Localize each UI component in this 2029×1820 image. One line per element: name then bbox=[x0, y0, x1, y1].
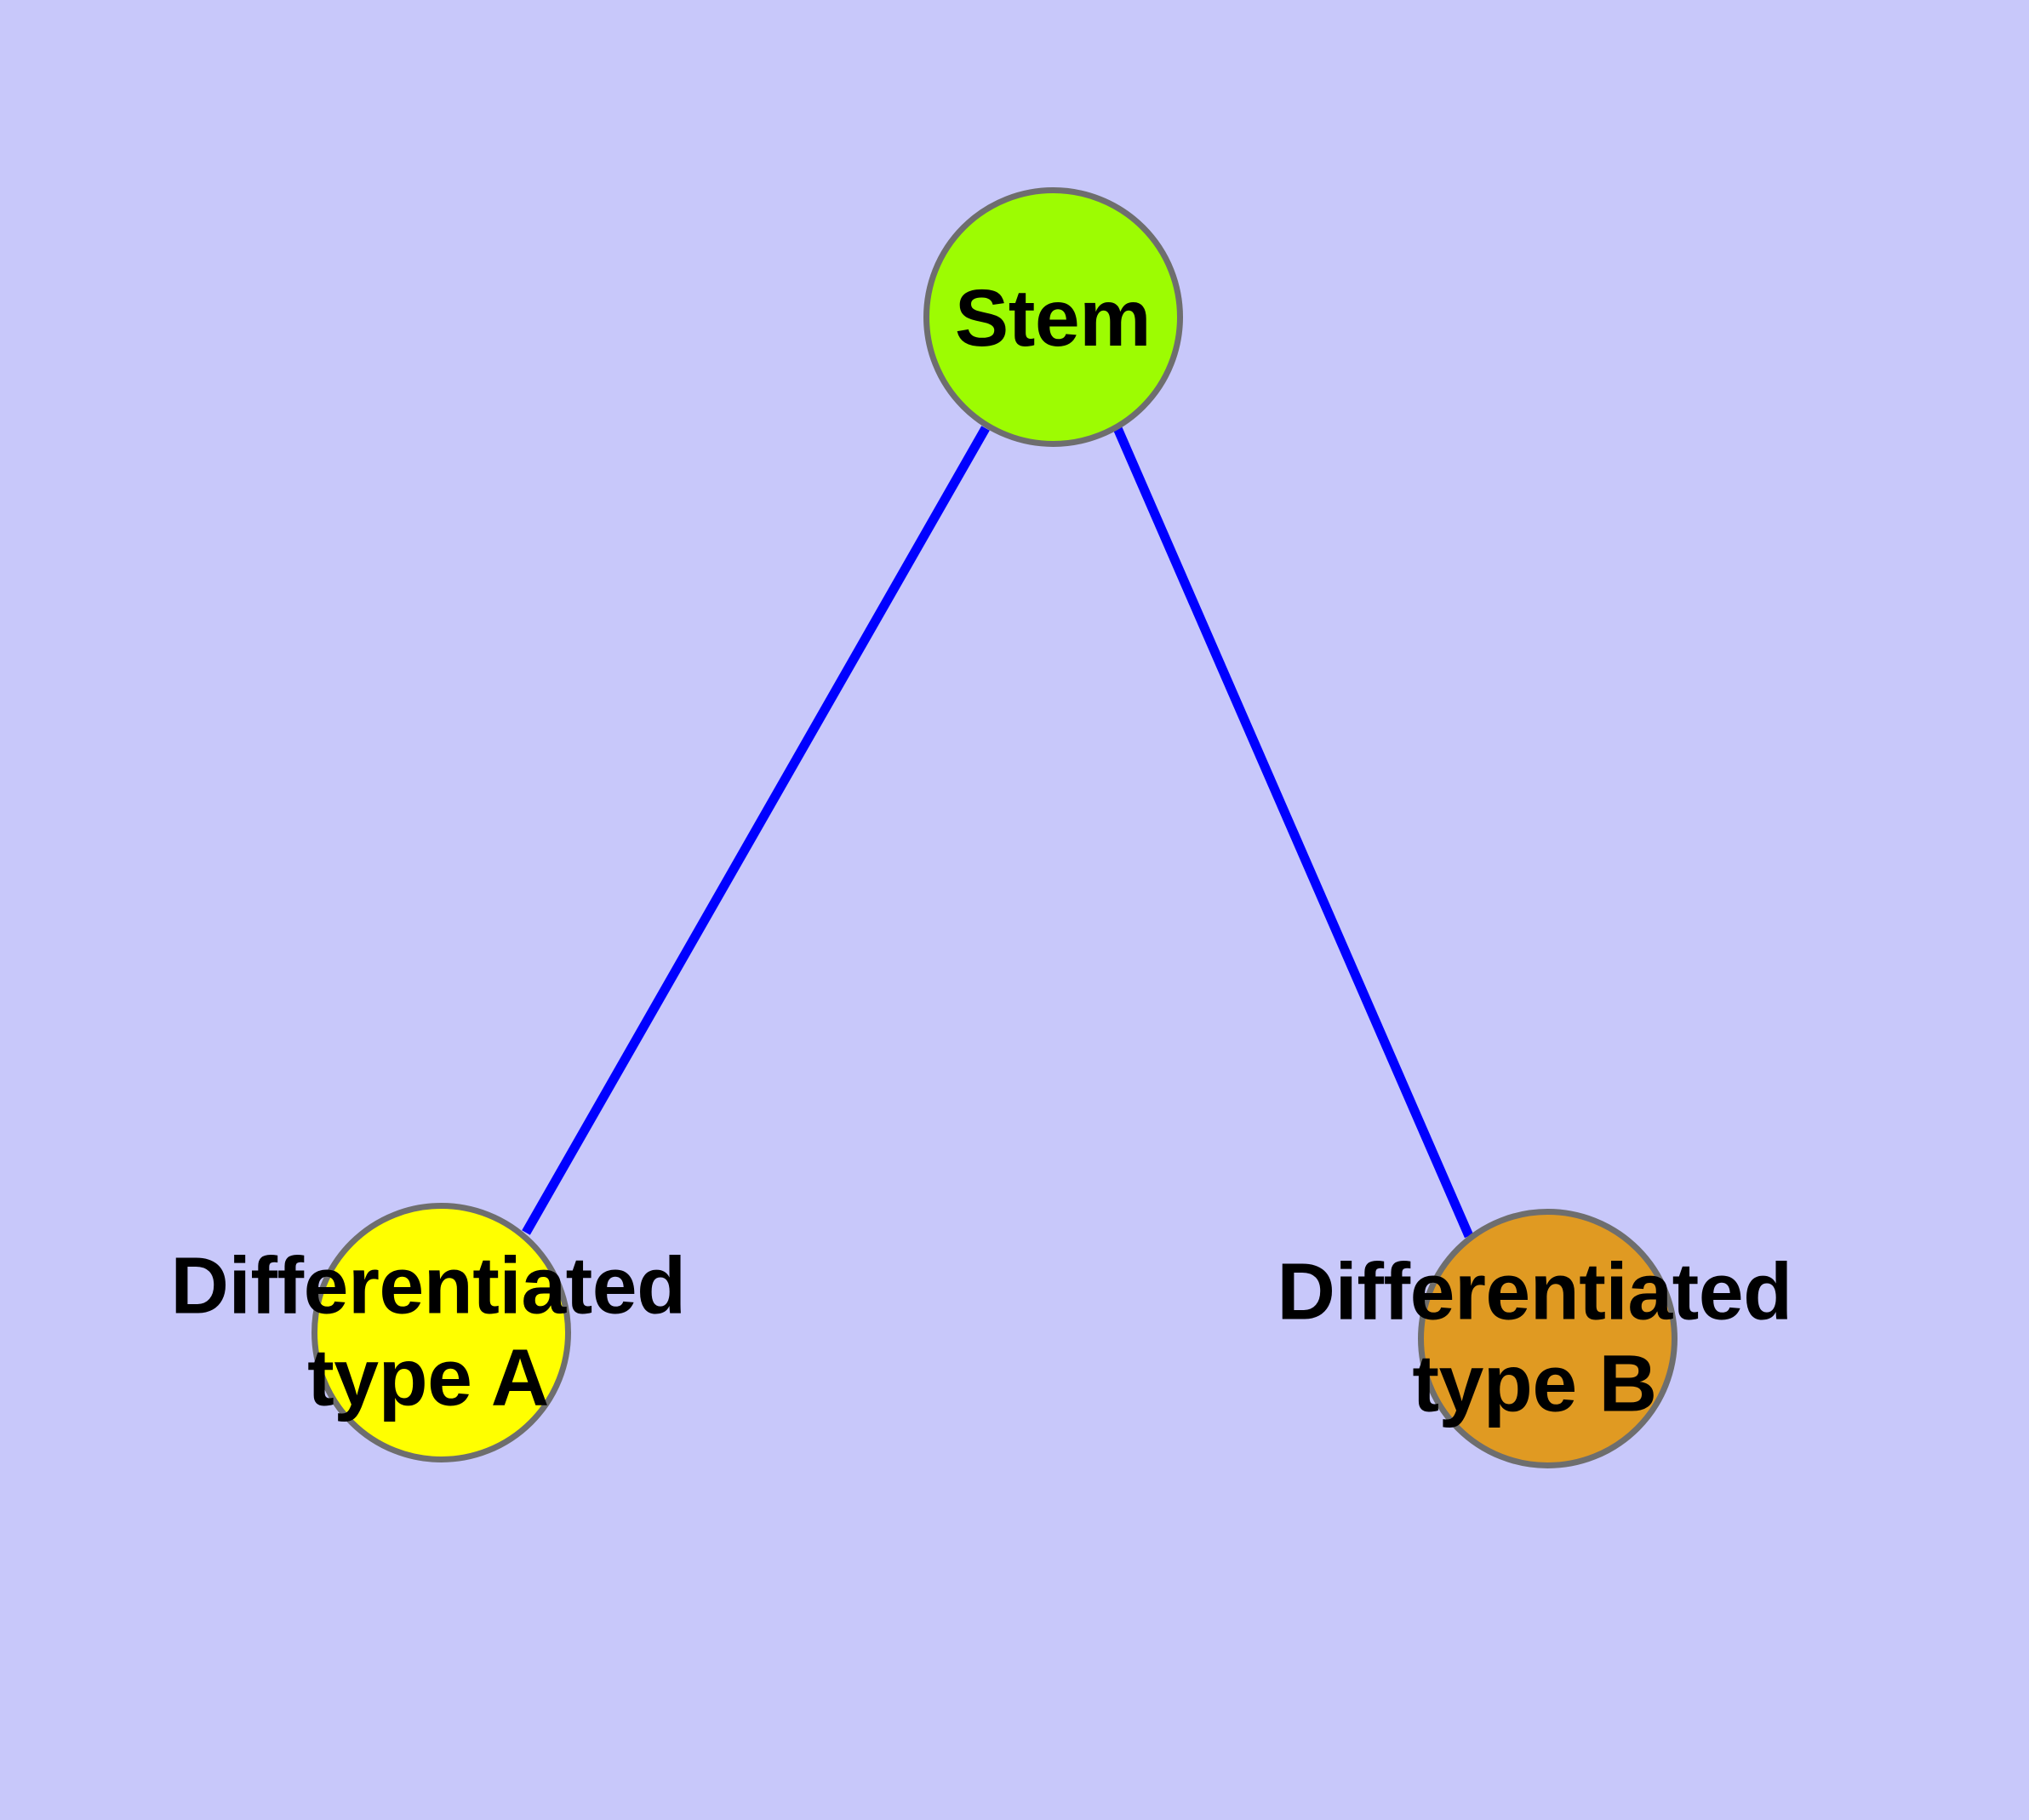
node-differentiated-type-b[interactable] bbox=[1418, 1209, 1677, 1468]
node-stem[interactable] bbox=[923, 187, 1183, 447]
node-differentiated-type-a[interactable] bbox=[311, 1203, 571, 1462]
edge-stem-to-diff-b[interactable] bbox=[1112, 426, 1474, 1239]
edge-stem-to-diff-a[interactable] bbox=[522, 426, 990, 1235]
